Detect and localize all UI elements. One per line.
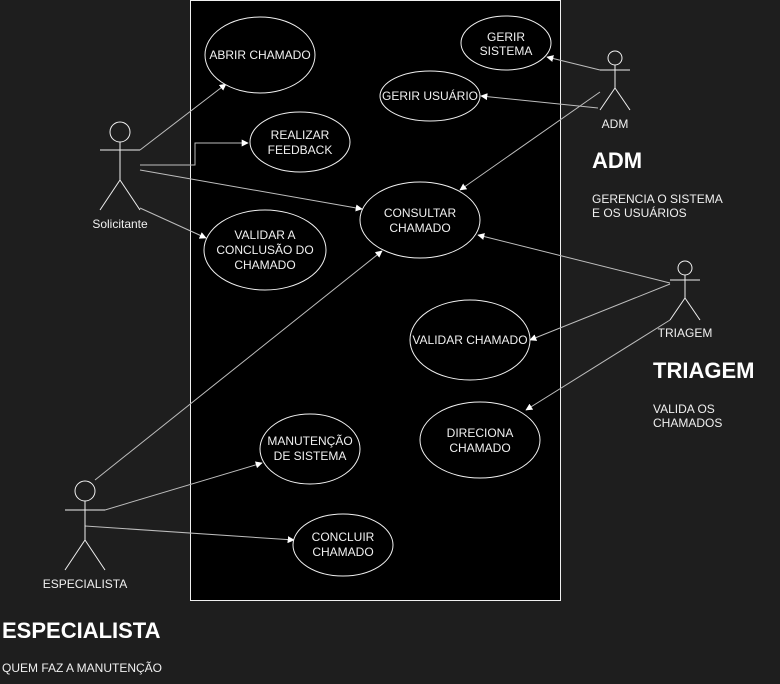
actor-especialista-icon[interactable] [64, 480, 106, 571]
actor-label-adm: ADM [602, 117, 629, 131]
actor-adm-icon[interactable] [599, 50, 631, 111]
note-adm-text: GERENCIA O SISTEMA E OS USUÁRIOS [592, 192, 723, 220]
note-adm-title: ADM [592, 148, 643, 173]
use-case-validar-chamado[interactable] [409, 299, 531, 381]
line-adm-gerir-usuario [480, 93, 599, 109]
actor-label-especialista: ESPECIALISTA [43, 577, 127, 591]
actor-solicitante-icon[interactable] [99, 121, 141, 211]
use-case-label-gerir-usuario: GERIR USUÁRIO [382, 88, 478, 103]
use-case-consultar-chamado[interactable] [359, 181, 481, 259]
use-case-manutencao-sistema[interactable] [259, 413, 361, 485]
actor-label-triagem: TRIAGEM [658, 326, 713, 340]
use-case-label-validar-chamado: VALIDAR CHAMADO [412, 333, 527, 347]
line-especialista-consultar [94, 250, 383, 481]
note-triagem-line-1: VALIDA OS [653, 402, 715, 416]
use-case-label-abrir: ABRIR CHAMADO [209, 48, 310, 62]
line-triagem-consultar [477, 233, 671, 284]
system-boundary [190, 0, 561, 601]
use-case-concluir-chamado[interactable] [292, 513, 394, 577]
note-triagem-line-2: CHAMADOS [653, 416, 723, 430]
actor-triagem-icon[interactable] [669, 260, 701, 321]
line-adm-consultar [459, 91, 601, 191]
line-triagem-validar [529, 283, 671, 341]
note-especialista-title: ESPECIALISTA [2, 618, 161, 643]
line-solicitante-feedback [140, 139, 249, 166]
line-adm-gerir-sistema [546, 55, 601, 71]
note-especialista-line-1: QUEM FAZ A MANUTENÇÃO [2, 661, 163, 675]
line-especialista-concluir [84, 525, 295, 544]
line-solicitante-consultar [139, 169, 363, 212]
note-especialista-text: QUEM FAZ A MANUTENÇÃO [2, 661, 162, 675]
use-case-gerir-sistema[interactable] [460, 15, 552, 71]
line-solicitante-validar-conclusao [139, 207, 207, 239]
use-case-gerir-usuario[interactable] [379, 70, 481, 122]
note-adm-line-2: E OS USUÁRIOS [592, 206, 687, 220]
note-triagem-title: TRIAGEM [653, 358, 755, 383]
use-case-validar-conclusao[interactable] [203, 209, 327, 291]
line-triagem-direciona [525, 319, 671, 411]
line-solicitante-abrir [139, 83, 227, 151]
actor-label-solicitante: Solicitante [92, 217, 148, 231]
note-triagem-text: VALIDA OS CHAMADOS [653, 402, 722, 430]
note-adm-line-1: GERENCIA O SISTEMA [592, 192, 723, 206]
use-case-realizar-feedback[interactable] [249, 111, 351, 173]
use-case-abrir-chamado[interactable] [204, 16, 316, 94]
use-case-direciona-chamado[interactable] [419, 401, 541, 479]
